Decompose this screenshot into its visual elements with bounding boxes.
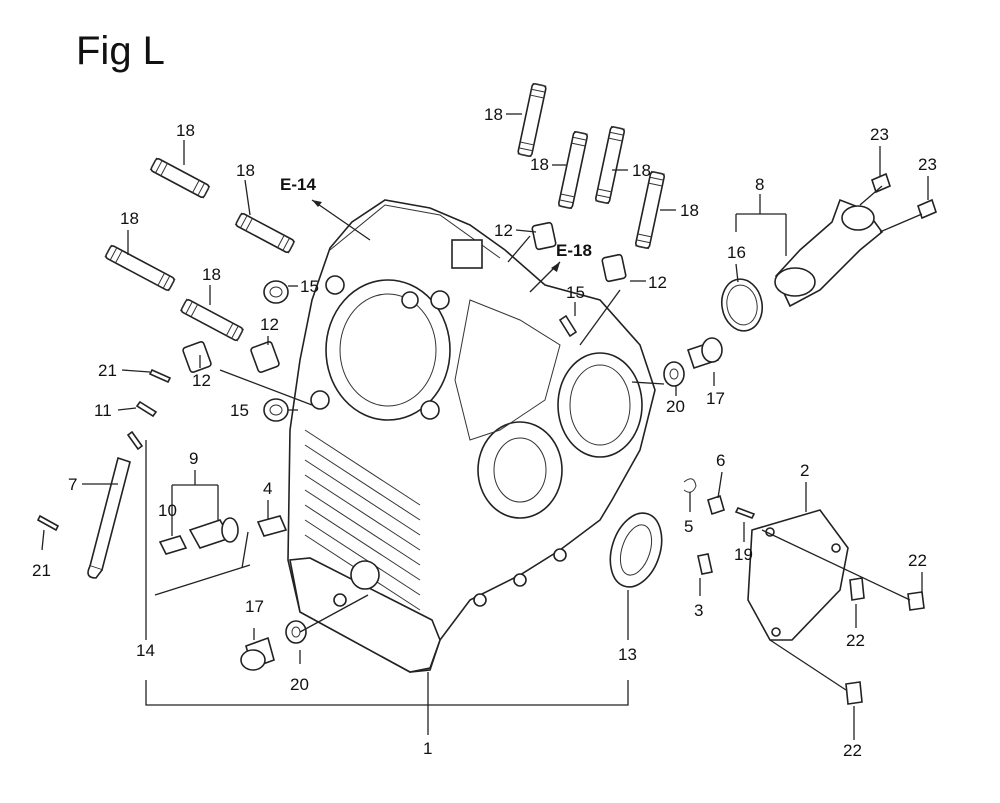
dowel-pins [182,221,627,373]
callout-22: 22 [843,741,862,760]
callout-23: 23 [918,155,937,174]
crankcase-drawing [287,199,656,673]
callout-18: 18 [484,105,503,124]
cover-bolts [845,577,925,705]
drain-plugs [240,337,723,671]
leader-lines [41,113,929,740]
callout-3: 3 [694,601,703,620]
oil-seal-large [609,512,663,588]
intake-manifold [720,172,937,332]
callout-17: 17 [706,389,725,408]
callout-16: 16 [727,243,746,262]
callout-17: 17 [245,597,264,616]
callout-22: 22 [846,631,865,650]
callout-12: 12 [648,273,667,292]
callout-5: 5 [684,517,693,536]
callout-18: 18 [530,155,549,174]
callout-21: 21 [98,361,117,380]
callout-12: 12 [260,315,279,334]
callout-19: 19 [734,545,753,564]
callout-4: 4 [263,479,272,498]
callout-6: 6 [716,451,725,470]
callout-22: 22 [908,551,927,570]
callout-18: 18 [680,201,699,220]
figure-title: Fig L [76,29,165,73]
callout-7: 7 [68,475,77,494]
oil-switch-assembly [154,517,251,596]
callout-11: 11 [94,401,112,420]
callout-12: 12 [494,221,513,240]
reference-e18: E-18 [556,241,592,260]
callout-18: 18 [632,161,651,180]
callout-15: 15 [566,283,585,302]
callout-20: 20 [666,397,685,416]
callout-18: 18 [236,161,255,180]
callout-21: 21 [32,561,51,580]
side-cover [747,509,849,641]
callout-2: 2 [800,461,809,480]
callout-23: 23 [870,125,889,144]
callout-18: 18 [202,265,221,284]
reference-e14: E-14 [280,175,316,194]
stud-bolts [104,82,665,342]
callout-20: 20 [290,675,309,694]
callout-15: 15 [300,277,319,296]
callout-18: 18 [176,121,195,140]
small-parts-left [36,368,172,579]
callout-18: 18 [120,209,139,228]
callout-14: 14 [136,641,155,660]
callout-10: 10 [158,501,177,520]
small-parts-right [683,478,756,575]
callout-15: 15 [230,401,249,420]
callout-1: 1 [423,739,432,758]
callout-12: 12 [192,371,211,390]
callout-8: 8 [755,175,764,194]
callout-9: 9 [189,449,198,468]
callout-13: 13 [618,645,637,664]
